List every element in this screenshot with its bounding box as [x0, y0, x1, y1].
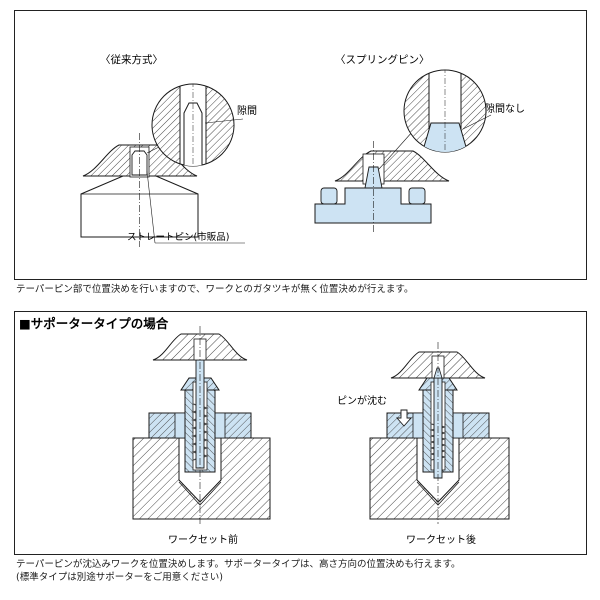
top-caption: テーパーピン部で位置決めを行いますので、ワークとのガタツキが無く位置決めが行えま… — [16, 284, 414, 295]
comparison-panel: 〈従来方式〉 〈スプリングピン〉 隙間 ストレートピン(市販品) — [14, 10, 587, 280]
gap-label: 隙間 — [237, 104, 257, 117]
conventional-method-label: 〈従来方式〉 — [100, 53, 163, 66]
bottom-caption-line2: (標準タイプは別途サポーターをご用意ください) — [16, 572, 223, 583]
supporter-panel: ■サポータータイプの場合 ワークセット前 — [14, 311, 587, 555]
down-arrow-icon — [396, 409, 412, 427]
no-gap-label: 隙間なし — [485, 102, 525, 115]
no-gap-magnifier: 隙間なし — [403, 69, 525, 153]
after-set-label: ワークセット後 — [406, 533, 476, 546]
bottom-caption-line1: テーパーピンが沈込みワークを位置決めします。サポータータイプは、高さ方向の位置決… — [16, 559, 461, 570]
workpiece — [334, 150, 450, 182]
before-set-assembly — [132, 326, 271, 524]
spring-pin-base — [314, 187, 432, 224]
supporter-diagram: ■サポータータイプの場合 ワークセット前 — [19, 316, 510, 546]
spring-pin-label: 〈スプリングピン〉 — [335, 53, 430, 66]
spring-pin-assembly — [314, 130, 450, 233]
comparison-diagram: 〈従来方式〉 〈スプリングピン〉 隙間 ストレートピン(市販品) — [80, 53, 525, 247]
section-title: ■サポータータイプの場合 — [19, 316, 169, 331]
pin-sinks-label: ピンが沈む — [337, 394, 387, 407]
straight-pin-label: ストレートピン(市販品) — [127, 231, 229, 243]
after-set-assembly — [369, 342, 510, 524]
before-set-label: ワークセット前 — [168, 533, 238, 546]
spring — [430, 423, 446, 461]
